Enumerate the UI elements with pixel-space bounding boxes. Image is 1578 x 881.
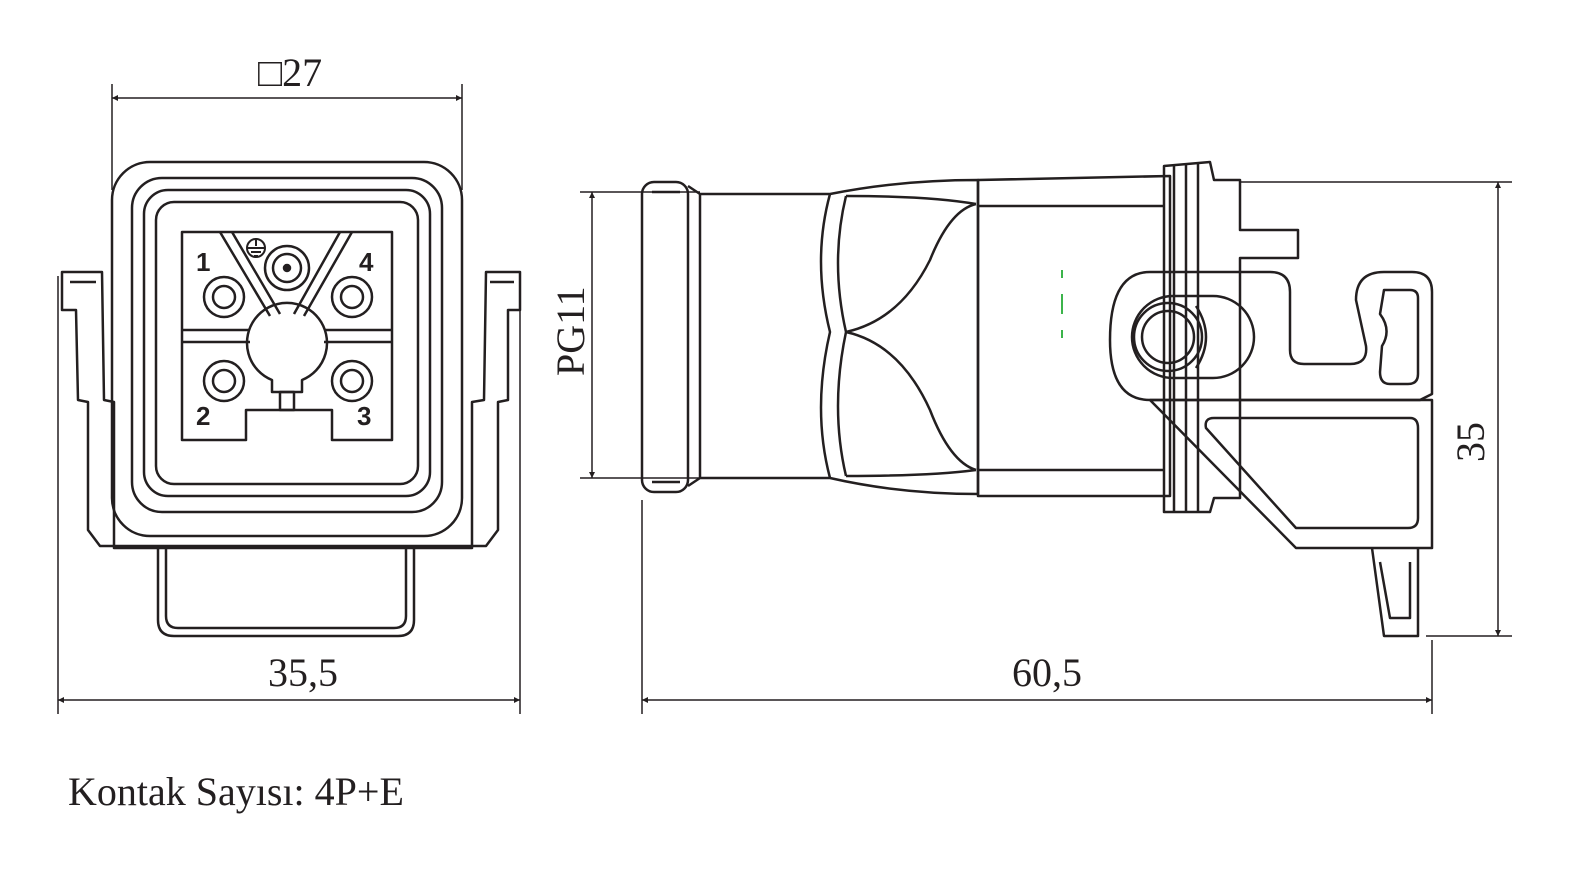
contact-pin-3-inner <box>339 368 365 394</box>
dimension-pg11: PG11 <box>548 286 593 376</box>
lever-slot <box>1378 288 1420 386</box>
gland-collar <box>640 180 690 494</box>
front-dimension-lines <box>57 84 521 714</box>
hood-body <box>976 174 1172 498</box>
mounting-foot <box>1370 547 1420 638</box>
contact-pin-4 <box>330 275 374 319</box>
contact-pin-4-inner <box>339 284 365 310</box>
earth-symbol-icon <box>246 238 266 258</box>
lever-pivot-slot <box>1130 294 1256 380</box>
gland-taper <box>819 193 848 479</box>
contact-pin-1 <box>202 275 246 319</box>
contact-pin-2 <box>202 359 246 403</box>
front-view <box>60 160 522 638</box>
insert-dividers <box>182 231 392 344</box>
gland-curve <box>845 194 977 478</box>
pin-label-2: 2 <box>196 401 210 431</box>
dimension-height-35: 35 <box>1448 422 1493 462</box>
earth-pin-inner <box>271 252 303 284</box>
latch-inner <box>164 548 408 630</box>
mounting-base <box>1148 398 1434 550</box>
earth-pin-center <box>282 263 292 273</box>
base-cutout <box>1204 416 1420 530</box>
contact-count-caption: Kontak Sayısı: 4P+E <box>68 769 404 814</box>
coding-keyhole <box>245 301 329 394</box>
side-view <box>640 160 1434 638</box>
collar-edge <box>652 190 680 484</box>
dimension-width-35-5: 35,5 <box>268 650 338 695</box>
dimension-length-60-5: 60,5 <box>1012 650 1082 695</box>
pivot-edge <box>1194 305 1208 369</box>
pin-label-4: 4 <box>359 247 374 277</box>
locking-lever <box>1108 270 1434 402</box>
front-bottom-latch <box>156 548 416 638</box>
hood-edges <box>978 204 1164 472</box>
front-housing <box>110 160 464 538</box>
contact-pin-2-inner <box>211 368 237 394</box>
pin-label-1: 1 <box>196 247 210 277</box>
pin-label-3: 3 <box>357 401 371 431</box>
side-dimension-lines <box>580 181 1512 714</box>
earth-pin <box>263 244 311 292</box>
contact-pin-3 <box>330 359 374 403</box>
contact-insert <box>180 230 394 442</box>
dimension-square-27: □27 <box>258 50 322 95</box>
flange-ribs <box>1172 164 1200 512</box>
housing-rim-2 <box>142 188 432 498</box>
lever-pivot-pin <box>1132 301 1204 373</box>
hood-flange <box>1162 160 1300 514</box>
contact-pin-1-inner <box>211 284 237 310</box>
keyhole-slot <box>278 390 296 412</box>
housing-rim-3 <box>154 200 420 486</box>
gland-body <box>687 178 980 496</box>
housing-rim <box>130 176 444 514</box>
front-bracket <box>60 270 522 550</box>
foot-inner <box>1378 561 1412 620</box>
lever-pivot-pin-inner <box>1140 309 1196 365</box>
